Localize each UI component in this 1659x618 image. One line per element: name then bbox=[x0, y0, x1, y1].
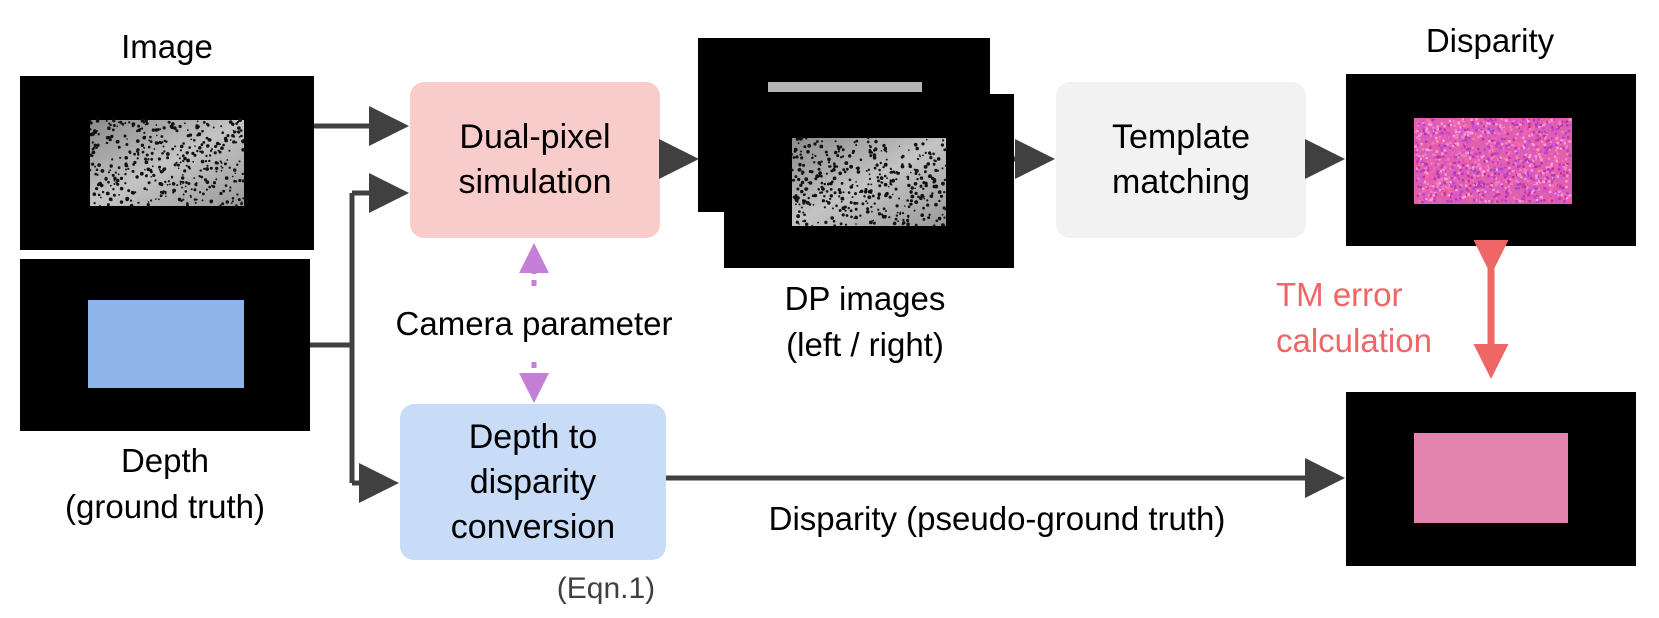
depth-conv-line1: Depth to bbox=[468, 417, 598, 456]
depth-to-disparity-box: Depth to disparity conversion bbox=[400, 404, 666, 560]
label-image: Image bbox=[121, 28, 213, 65]
template-matching-line2: matching bbox=[1112, 163, 1250, 201]
dual-pixel-simulation-box: Dual-pixel simulation bbox=[410, 82, 660, 238]
template-matching-line1: Template bbox=[1112, 118, 1250, 156]
depth-conv-line3: conversion bbox=[450, 507, 616, 546]
dual-pixel-line2: simulation bbox=[458, 163, 612, 201]
label-dp-line1: DP images bbox=[784, 280, 946, 317]
disparity-pgt-thumbnail bbox=[1346, 392, 1636, 566]
depth-map-thumbnail bbox=[20, 259, 310, 431]
label-depth-line2: (ground truth) bbox=[65, 488, 265, 525]
disparity-estimate-thumbnail bbox=[1346, 74, 1636, 246]
speckle-image bbox=[88, 118, 246, 208]
depth-conv-line2: disparity bbox=[469, 462, 597, 501]
label-disparity: Disparity bbox=[1425, 22, 1555, 59]
label-tm-error-line1: TM error bbox=[1276, 276, 1403, 313]
label-eqn: (Eqn.1) bbox=[556, 572, 656, 605]
template-matching-box: Template matching bbox=[1056, 82, 1306, 238]
depth-map-region bbox=[88, 300, 244, 388]
dp-image-left-strip bbox=[768, 82, 922, 92]
disparity-pgt-region bbox=[1414, 433, 1568, 523]
disparity-noise-image bbox=[1414, 118, 1572, 204]
label-dp-line2: (left / right) bbox=[786, 326, 944, 363]
dual-pixel-line1: Dual-pixel bbox=[459, 118, 611, 156]
dp-image-right bbox=[724, 94, 1014, 268]
label-depth-line1: Depth bbox=[120, 442, 210, 479]
label-camera-parameter: Camera parameter bbox=[395, 305, 673, 342]
label-tm-error-line2: calculation bbox=[1276, 322, 1432, 359]
input-image-thumbnail bbox=[20, 76, 314, 250]
dp-speckle-image bbox=[791, 136, 948, 228]
label-disparity-pgt: Disparity (pseudo-ground truth) bbox=[768, 500, 1226, 537]
